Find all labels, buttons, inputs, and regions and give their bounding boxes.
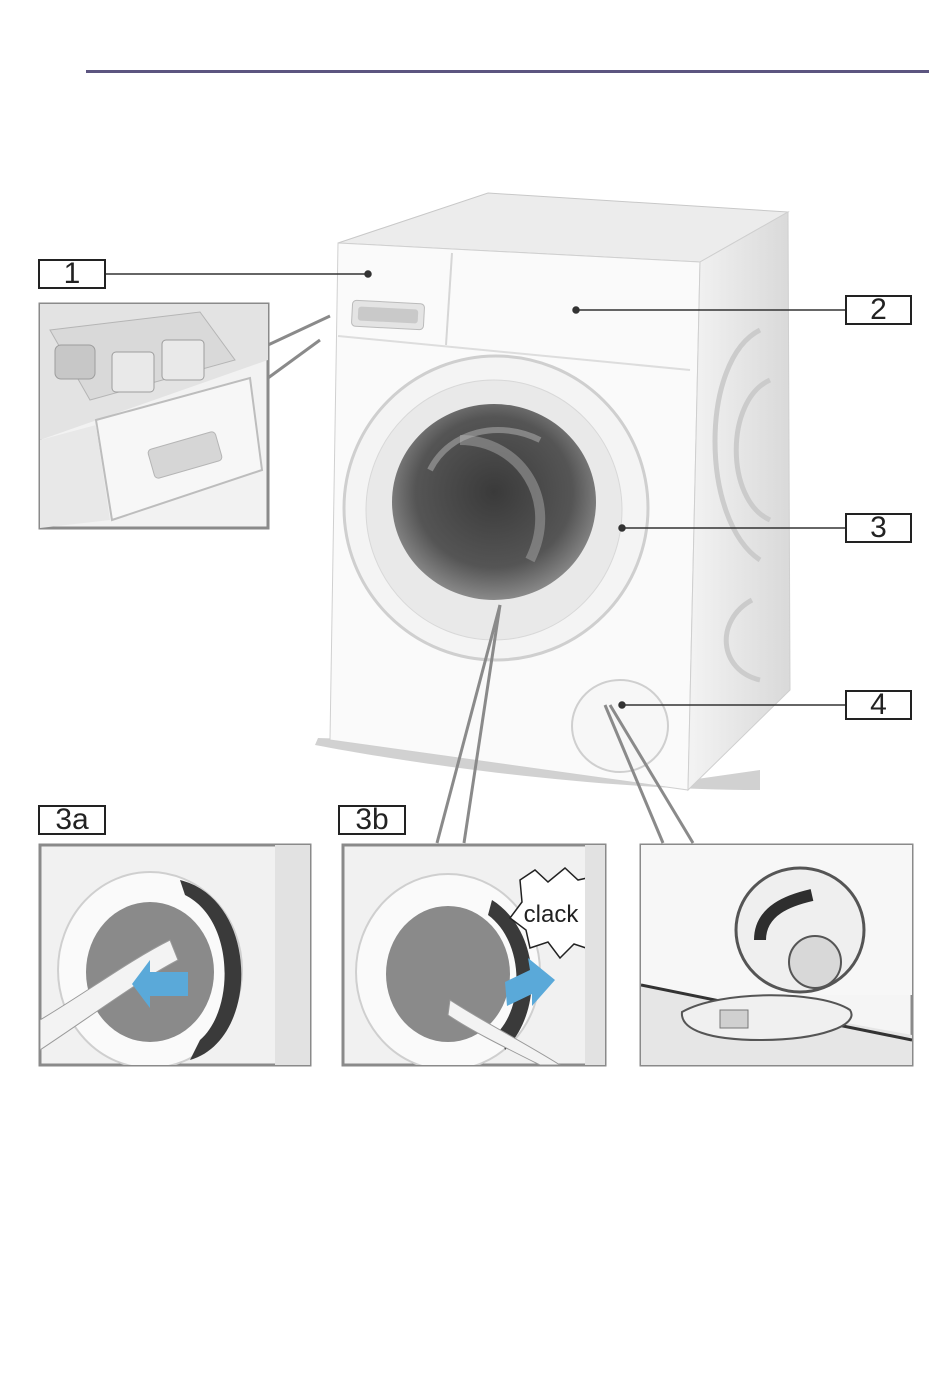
clack-sound-label: clack [524, 901, 580, 928]
inset-service-flap-open [641, 845, 912, 1065]
inset-3a-open-door [40, 845, 310, 1068]
inset-detergent-drawer [40, 304, 268, 528]
inset-3b-close-door: clack [343, 845, 605, 1070]
service-flap [572, 680, 668, 772]
